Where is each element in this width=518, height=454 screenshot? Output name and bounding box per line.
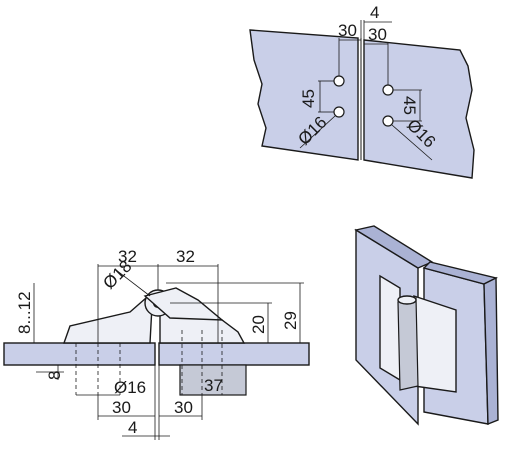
top-left-offset-label: 30	[338, 21, 357, 40]
top-right-offset-label: 30	[368, 25, 387, 44]
iso-hinge-left-plate	[379, 274, 401, 382]
top-view: 4 30 30 45 45 Ø16 Ø16	[249, 3, 475, 179]
top-left-spacing-label: 45	[299, 89, 318, 108]
side-inner-height-label: 20	[249, 315, 268, 334]
top-left-hole-upper	[333, 75, 345, 87]
top-right-glass-panel	[363, 39, 475, 179]
side-right-offset-label: 30	[174, 398, 193, 417]
top-right-spacing-label: 45	[400, 96, 419, 115]
side-left-wing	[63, 296, 153, 344]
side-pin-leader	[115, 269, 151, 297]
side-left-glass	[3, 342, 156, 366]
side-arm	[143, 287, 225, 321]
top-right-hole-leader	[391, 124, 433, 161]
top-right-hole-lower	[382, 115, 394, 127]
top-gap-label: 4	[370, 3, 379, 22]
side-clamp-block	[179, 364, 247, 396]
top-right-hole-upper	[382, 84, 394, 96]
side-hole-label: Ø16	[114, 378, 146, 397]
side-gap-label: 4	[128, 418, 137, 437]
iso-hinge-pin-top	[397, 295, 417, 305]
side-outer-height-label: 29	[281, 311, 300, 330]
iso-hinge-right-plate	[413, 295, 457, 393]
side-right-width-label: 32	[176, 247, 195, 266]
iso-right-glass-side	[483, 276, 499, 426]
top-left-hole-lower	[333, 106, 345, 118]
top-left-glass-panel	[249, 29, 359, 161]
top-left-hole-leader	[299, 115, 336, 149]
iso-hinge-knuckle	[397, 297, 419, 391]
side-right-glass	[158, 342, 310, 366]
side-view: 8...12 8 32 32 Ø18 20 29 Ø16 37	[3, 247, 310, 440]
side-left-offset-label: 30	[112, 398, 131, 417]
side-plate-label: 8	[45, 371, 64, 380]
iso-view	[354, 225, 499, 426]
side-thickness-label: 8...12	[15, 291, 34, 334]
side-left-width-label: 32	[118, 247, 137, 266]
side-block-label: 37	[204, 376, 223, 395]
